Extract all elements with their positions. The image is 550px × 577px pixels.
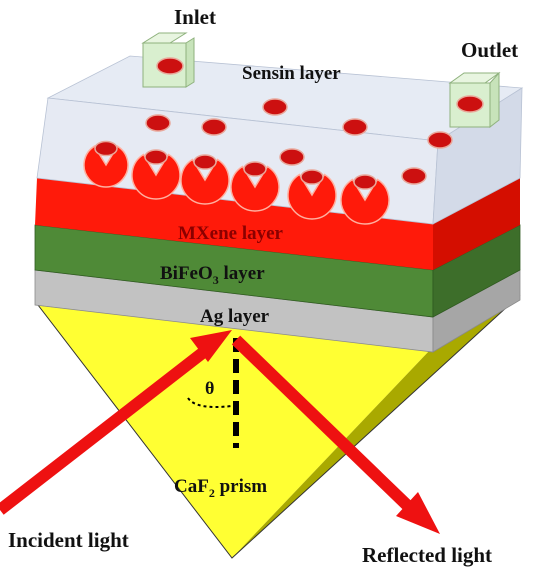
inlet-analyte (156, 57, 184, 75)
incident-light-beam (0, 330, 232, 515)
bifeo3-label-suffix: layer (219, 263, 265, 284)
incidence-angle-arc (187, 397, 233, 408)
free-analyte (262, 98, 288, 116)
receptor-molecule (287, 169, 337, 220)
analyte-group (145, 98, 453, 185)
receptor-molecule (180, 154, 230, 205)
free-analyte (342, 118, 368, 136)
reflected-beam-arrowhead (396, 492, 440, 534)
outlet-port-side (489, 71, 500, 129)
bifeo3-label-sub: 3 (213, 273, 219, 287)
receptor-body (287, 173, 337, 220)
incident-beam-arrowhead (190, 330, 232, 362)
receptor-body (340, 178, 390, 225)
reflected-beam-shaft (231, 335, 417, 515)
receptor-molecule (230, 161, 280, 212)
mxene-layer-front (35, 178, 433, 270)
reflected-light-beam (231, 335, 440, 534)
free-analyte (279, 148, 305, 166)
inlet-port-top (141, 32, 188, 44)
outlet-port (448, 71, 501, 129)
receptor-body (230, 165, 280, 212)
mxene-layer-side (433, 178, 520, 270)
receptor-body (180, 158, 230, 205)
free-analyte (427, 131, 453, 149)
outlet-analyte (456, 95, 484, 113)
bound-analyte (353, 174, 377, 190)
sensing-layer-label: Sensin layer (242, 63, 341, 84)
incident-light-label: Incident light (8, 528, 129, 552)
bound-analyte (243, 161, 267, 177)
bound-analyte (300, 169, 324, 185)
bifeo3-label-prefix: BiFeO (160, 263, 213, 284)
receptor-molecule (340, 174, 390, 225)
theta-label: θ (205, 378, 214, 398)
reflected-light-label: Reflected light (362, 543, 492, 567)
mxene-layer-label: MXene layer (178, 223, 284, 244)
prism-label-sub: 2 (209, 486, 215, 500)
receptor-group (83, 140, 390, 225)
bound-analyte (94, 140, 118, 157)
receptor-molecule (131, 149, 181, 200)
incident-beam-shaft (0, 339, 218, 515)
ag-layer-label: Ag layer (200, 306, 270, 327)
outlet-label: Outlet (461, 38, 518, 62)
inlet-label: Inlet (174, 5, 216, 29)
inlet-port-side (185, 37, 195, 88)
bound-analyte (193, 154, 217, 170)
receptor-molecule (83, 140, 129, 188)
prism-label: CaF2 prism (174, 476, 267, 500)
inlet-port (141, 32, 195, 88)
receptor-body (131, 153, 181, 200)
receptor-body (83, 145, 129, 188)
prism-label-suffix: prism (215, 476, 267, 497)
free-analyte (145, 114, 171, 132)
bound-analyte (144, 149, 168, 165)
mxene-layer (35, 178, 520, 270)
free-analyte (201, 118, 227, 136)
prism-label-prefix: CaF (174, 476, 209, 497)
bifeo3-layer-label: BiFeO3 layer (160, 263, 265, 287)
free-analyte (401, 167, 427, 185)
